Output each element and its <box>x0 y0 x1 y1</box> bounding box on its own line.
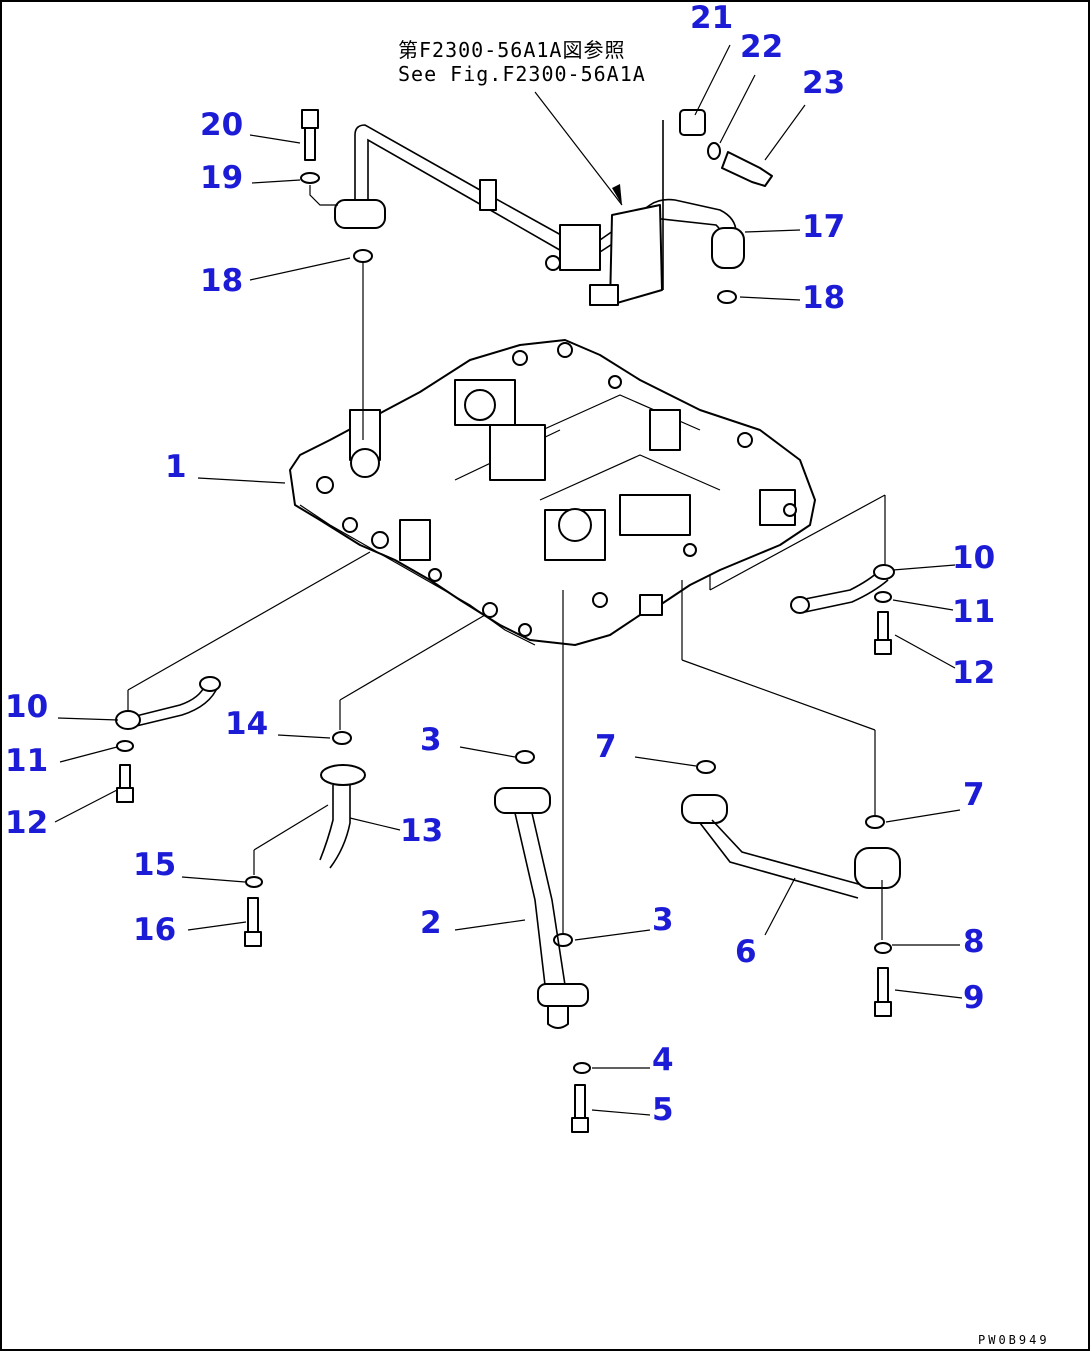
bolt-20 <box>300 109 338 206</box>
callout-20: 20 <box>200 107 244 143</box>
o-ring-7a <box>696 760 716 774</box>
callout-11b: 11 <box>952 594 996 630</box>
callout-17: 17 <box>802 209 846 245</box>
callout-18b: 18 <box>802 280 846 316</box>
callout-18a: 18 <box>200 263 244 299</box>
reference-note-jp: 第F2300-56A1A図参照 <box>398 38 626 62</box>
callout-23: 23 <box>802 65 846 101</box>
callout-10b: 10 <box>952 540 996 576</box>
callout-15: 15 <box>133 847 177 883</box>
callout-16: 16 <box>133 912 177 948</box>
callout-5: 5 <box>652 1092 674 1128</box>
o-ring-14 <box>332 731 352 745</box>
callout-6: 6 <box>735 934 757 970</box>
valve-body <box>289 339 816 646</box>
pipe-6 <box>681 794 901 1017</box>
callout-2: 2 <box>420 905 442 941</box>
callout-9: 9 <box>963 980 985 1016</box>
callout-22: 22 <box>740 29 784 65</box>
callout-11a: 11 <box>5 743 49 779</box>
upper-pipe <box>334 109 773 306</box>
leader-lines <box>54 44 963 1116</box>
o-ring-18a <box>353 249 373 263</box>
o-ring-7b <box>865 815 885 829</box>
right-tube-10 <box>790 564 895 655</box>
callout-21: 21 <box>690 0 734 36</box>
callout-7a: 7 <box>595 729 617 765</box>
callout-4: 4 <box>652 1042 674 1078</box>
drawing-code: PW0B949 <box>978 1333 1050 1347</box>
callout-3b: 3 <box>652 902 674 938</box>
callout-19: 19 <box>200 160 244 196</box>
pipe-13 <box>244 764 366 947</box>
callout-13: 13 <box>400 813 444 849</box>
callout-3a: 3 <box>420 722 442 758</box>
callout-8: 8 <box>963 924 985 960</box>
left-tube-10 <box>115 676 221 803</box>
callout-12b: 12 <box>952 655 996 691</box>
reference-note-en: See Fig.F2300-56A1A <box>398 62 646 86</box>
o-ring-3a <box>515 750 535 764</box>
callout-7b: 7 <box>963 777 985 813</box>
callout-12a: 12 <box>5 805 49 841</box>
callout-1: 1 <box>165 449 187 485</box>
pipe-2 <box>494 787 591 1133</box>
o-ring-18b <box>717 290 737 304</box>
callout-14: 14 <box>225 706 269 742</box>
callout-10a: 10 <box>5 689 49 725</box>
